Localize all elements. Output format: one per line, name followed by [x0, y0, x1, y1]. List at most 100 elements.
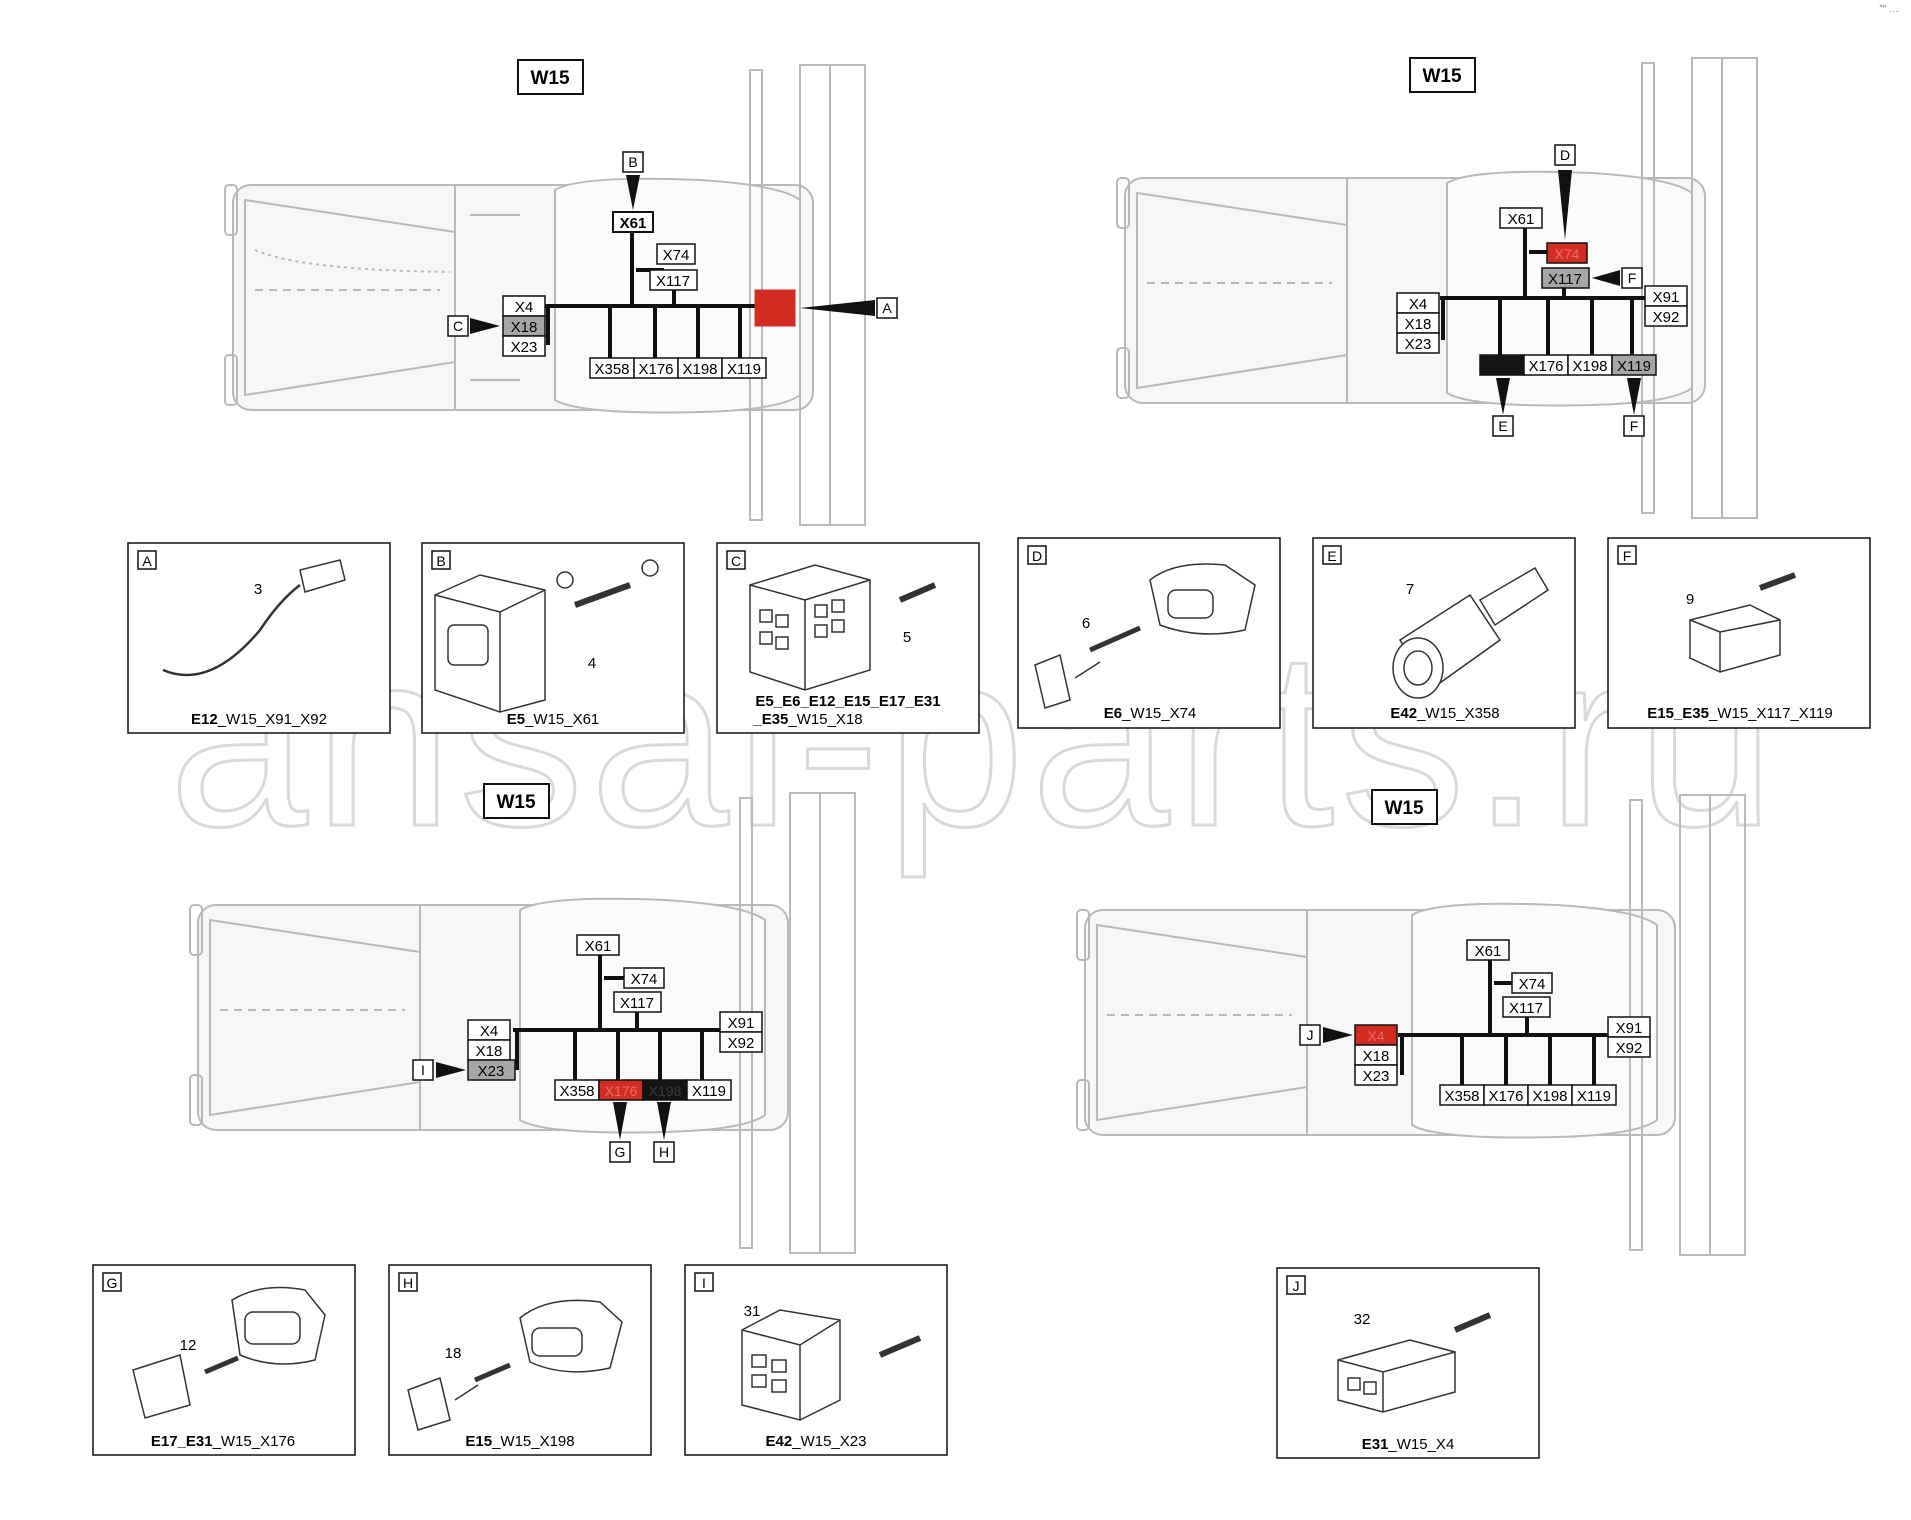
svg-text:D: D — [1560, 147, 1570, 163]
svg-text:X4: X4 — [515, 299, 533, 316]
svg-text:X176: X176 — [605, 1083, 638, 1099]
detail-e: E 7 E42_W15_X358 — [1312, 537, 1576, 729]
plug-x74: X74 — [656, 243, 696, 265]
svg-text:X92: X92 — [1653, 309, 1680, 326]
plug-x176: X176 — [1523, 354, 1569, 376]
svg-text:X358: X358 — [559, 1083, 594, 1100]
plug-x74: X74 — [623, 967, 665, 989]
plug-x91: X91 — [1607, 1016, 1651, 1038]
svg-text:E15_E35_W15_X117_X119: E15_E35_W15_X117_X119 — [1647, 705, 1832, 722]
svg-text:31: 31 — [744, 1303, 761, 1320]
plug-x119: X119 — [686, 1079, 732, 1101]
svg-text:X117: X117 — [656, 273, 690, 290]
cable-lug-icon — [162, 584, 301, 677]
plug-x176: X176 — [633, 357, 679, 379]
svg-text:J: J — [1307, 1027, 1314, 1043]
svg-text:J: J — [1293, 1278, 1300, 1294]
callout-f-lower: F — [1623, 378, 1645, 437]
svg-text:32: 32 — [1354, 1311, 1371, 1328]
svg-text:X92: X92 — [728, 1035, 755, 1052]
svg-text:G: G — [615, 1144, 626, 1160]
plug-x198: X198 — [1527, 1084, 1573, 1106]
plug-x92: X92 — [1644, 305, 1688, 327]
plug-x92: X92 — [719, 1031, 763, 1053]
harness-lines — [1398, 960, 1630, 1085]
svg-text:H: H — [403, 1275, 413, 1291]
svg-text:9: 9 — [1686, 591, 1694, 608]
plug-x92: X92 — [1607, 1036, 1651, 1058]
plug-x74: X74 — [1546, 242, 1588, 264]
svg-text:C: C — [731, 553, 741, 569]
diagram-3: W15 X61 X74 X117 X4 X18 X23 X358 X176 X1… — [189, 783, 856, 1254]
svg-text:X61: X61 — [1475, 943, 1502, 960]
svg-text:F: F — [1628, 270, 1637, 286]
svg-text:X358: X358 — [1484, 358, 1519, 375]
svg-text:E42_W15_X358: E42_W15_X358 — [1390, 705, 1499, 722]
svg-text:X61: X61 — [585, 938, 612, 955]
svg-text:X119: X119 — [1577, 1088, 1611, 1105]
svg-text:E15_W15_X198: E15_W15_X198 — [465, 1433, 574, 1450]
plug-x61: X61 — [1499, 207, 1543, 229]
callout-j: J — [1299, 1024, 1353, 1046]
svg-text:X176: X176 — [638, 361, 673, 378]
corner-mark: ”″ … — [1879, 4, 1899, 15]
diagram-2: W15 X61 X74 X117 X4 X18 X23 X358 X176 X1… — [1116, 57, 1758, 519]
plug-x23: X23 — [502, 335, 546, 357]
plug-x4: X4 — [1354, 1024, 1398, 1046]
svg-text:X92: X92 — [1616, 1040, 1643, 1057]
plug-x61: X61 — [576, 934, 620, 956]
plug-x198: X198 — [677, 357, 723, 379]
svg-text:X18: X18 — [1363, 1048, 1390, 1065]
svg-text:6: 6 — [1082, 615, 1090, 632]
svg-text:_E35_W15_X18: _E35_W15_X18 — [752, 711, 862, 728]
connector-housing-icon — [434, 574, 546, 713]
plug-x18: X18 — [1396, 312, 1440, 334]
plug-x91: X91 — [719, 1011, 763, 1033]
detail-c: C 5 E5_E6_E12_E15_E17_E31 _E35_W15_X18 — [716, 542, 980, 734]
svg-text:B: B — [628, 154, 637, 170]
svg-text:X91: X91 — [1616, 1020, 1643, 1037]
plug-x358: X358 — [554, 1079, 600, 1101]
two-pin-housing-icon — [1689, 604, 1781, 673]
detail-g: G 12 E17_E31_W15_X176 — [92, 1264, 356, 1456]
svg-text:X117: X117 — [1509, 1000, 1543, 1017]
svg-text:A: A — [142, 553, 152, 569]
plug-x176: X176 — [1483, 1084, 1529, 1106]
callout-g: G — [609, 1102, 631, 1163]
plug-x4: X4 — [1396, 292, 1440, 314]
svg-text:G: G — [107, 1275, 118, 1291]
harness-title-box — [1371, 789, 1438, 825]
svg-text:E5_E6_E12_E15_E17_E31: E5_E6_E12_E15_E17_E31 — [755, 693, 940, 710]
svg-text:X358: X358 — [594, 361, 629, 378]
svg-text:X119: X119 — [692, 1083, 726, 1100]
harness-title: W15 — [1384, 798, 1424, 819]
callout-a: A — [800, 297, 898, 319]
svg-text:I: I — [421, 1062, 425, 1078]
plug-x18: X18 — [1354, 1044, 1398, 1066]
diagram-4: W15 X61 X74 X117 X4 X18 X23 X358 X176 X1… — [1076, 789, 1746, 1256]
svg-text:5: 5 — [903, 629, 911, 646]
svg-text:E6_W15_X74: E6_W15_X74 — [1104, 705, 1197, 722]
svg-text:E12_W15_X91_X92: E12_W15_X91_X92 — [191, 711, 327, 728]
svg-text:3: 3 — [254, 581, 262, 598]
plug-x23: X23 — [1396, 332, 1440, 354]
svg-text:E: E — [1327, 548, 1336, 564]
harness-title-box — [483, 783, 550, 819]
svg-text:X74: X74 — [1555, 246, 1580, 262]
svg-text:X119: X119 — [727, 361, 761, 378]
svg-text:I: I — [702, 1275, 706, 1291]
harness-title-box — [517, 59, 584, 95]
svg-text:X91: X91 — [763, 293, 786, 308]
detail-d: D 6 E6_W15_X74 — [1017, 537, 1281, 729]
callout-h: H — [653, 1102, 675, 1163]
callout-e: E — [1492, 378, 1514, 437]
plug-x61: X61 — [1466, 939, 1510, 961]
plug-x18: X18 — [502, 315, 546, 337]
svg-text:X23: X23 — [1363, 1068, 1390, 1085]
callout-b: B — [622, 151, 644, 210]
svg-text:X198: X198 — [1532, 1088, 1567, 1105]
plug-x23: X23 — [467, 1059, 516, 1081]
svg-text:X117: X117 — [620, 995, 654, 1012]
svg-text:X18: X18 — [476, 1043, 503, 1060]
